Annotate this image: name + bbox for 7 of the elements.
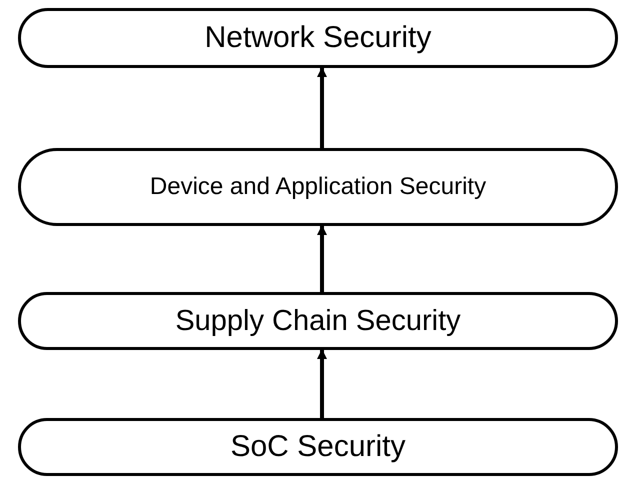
arrow (317, 349, 327, 418)
box-label: Supply Chain Security (175, 304, 461, 339)
box-label: Device and Application Security (150, 172, 486, 202)
arrow (317, 225, 327, 292)
box-label: SoC Security (230, 429, 406, 466)
box-label: Network Security (204, 20, 432, 56)
arrow (317, 67, 327, 148)
